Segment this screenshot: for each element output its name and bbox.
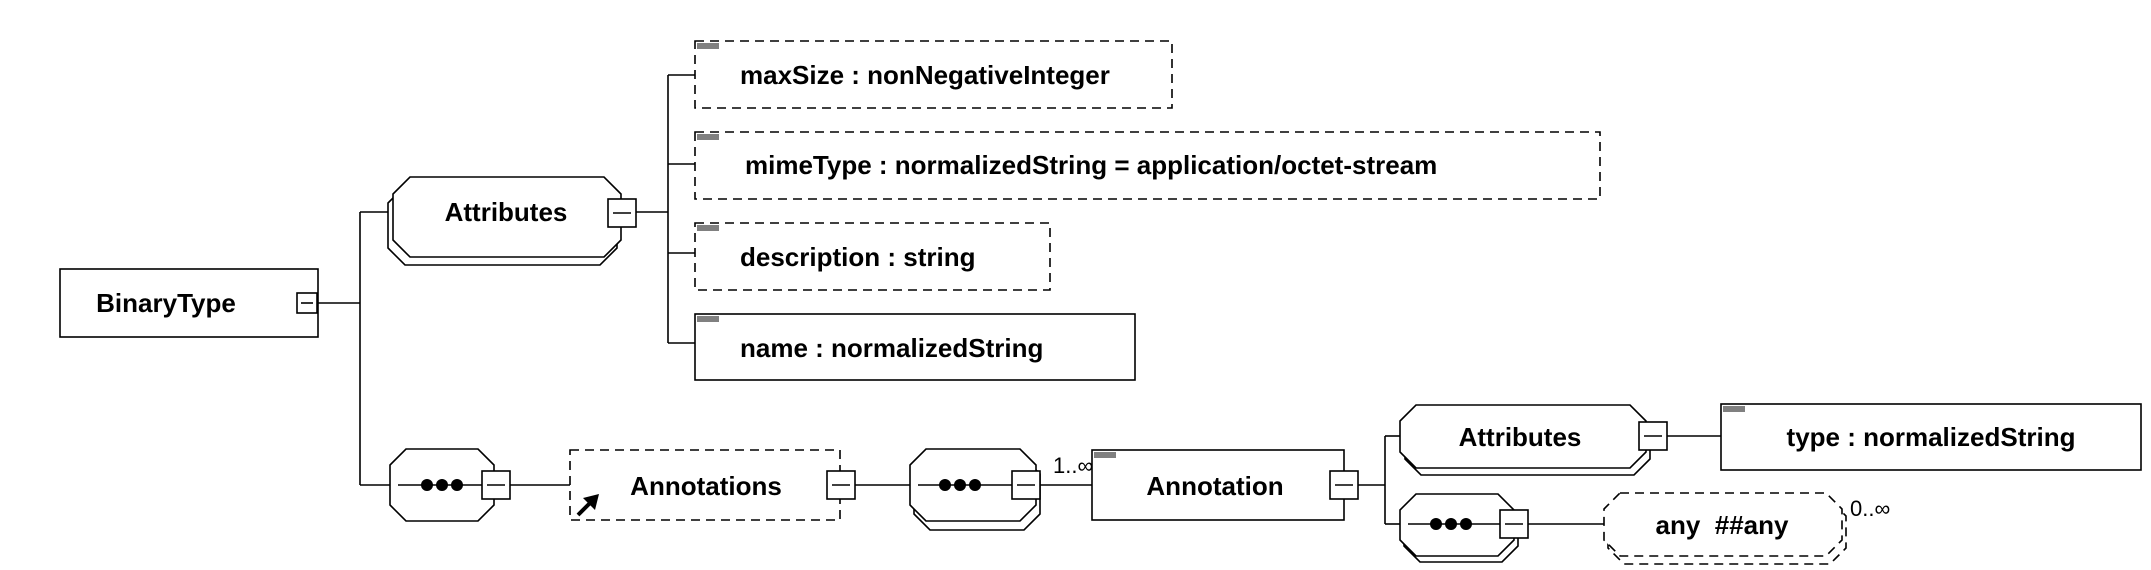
reference-arrow-icon	[576, 494, 599, 517]
sequence-compositor-icon	[939, 479, 981, 491]
any-wildcard[interactable]: any ##any 0..∞	[1603, 492, 1890, 565]
attributes-group-label: Attributes	[445, 197, 568, 227]
root-element[interactable]: BinaryType	[59, 268, 319, 338]
any-wildcard-label: any ##any	[1656, 510, 1790, 540]
root-element-label: BinaryType	[96, 288, 236, 318]
attribute-max-size-label: maxSize : nonNegativeInteger	[740, 60, 1110, 90]
collapse-toggle-icon[interactable]	[1499, 509, 1529, 539]
collapse-toggle-icon[interactable]	[1011, 470, 1041, 500]
attribute-mime-type[interactable]: mimeType : normalizedString = applicatio…	[694, 131, 1601, 200]
collapse-toggle-icon[interactable]	[1329, 470, 1359, 500]
attribute-max-size[interactable]: maxSize : nonNegativeInteger	[694, 40, 1173, 109]
sequence-compositor[interactable]	[1399, 493, 1529, 563]
sequence-compositor-icon	[421, 479, 463, 491]
annotation-occurrence: 1..∞	[1053, 453, 1093, 478]
attribute-name-label: name : normalizedString	[740, 333, 1043, 363]
sequence-compositor-icon	[1430, 518, 1472, 530]
annotations-element[interactable]: Annotations	[569, 449, 856, 521]
any-wildcard-occurrence: 0..∞	[1850, 496, 1890, 521]
attribute-description[interactable]: description : string	[694, 222, 1051, 291]
annotation-attributes-group[interactable]: Attributes	[1399, 404, 1668, 476]
collapse-toggle-icon[interactable]	[607, 198, 637, 228]
collapse-toggle-icon[interactable]	[296, 292, 318, 314]
attributes-group[interactable]: Attributes	[387, 176, 637, 266]
collapse-toggle-icon[interactable]	[1638, 421, 1668, 451]
attribute-description-label: description : string	[740, 242, 975, 272]
attribute-type[interactable]: type : normalizedString	[1720, 403, 2142, 471]
collapse-toggle-icon[interactable]	[826, 470, 856, 500]
sequence-compositor[interactable]	[389, 448, 511, 522]
attribute-name[interactable]: name : normalizedString	[694, 313, 1136, 381]
annotation-attributes-group-label: Attributes	[1459, 422, 1582, 452]
sequence-compositor[interactable]	[909, 448, 1041, 531]
collapse-toggle-icon[interactable]	[481, 470, 511, 500]
annotation-element[interactable]: 1..∞ Annotation	[1053, 449, 1359, 521]
attribute-mime-type-label: mimeType : normalizedString = applicatio…	[745, 150, 1437, 180]
attribute-type-label: type : normalizedString	[1787, 422, 2076, 452]
annotation-element-label: Annotation	[1146, 471, 1283, 501]
connector-lines	[318, 74, 1721, 525]
annotations-element-label: Annotations	[630, 471, 782, 501]
